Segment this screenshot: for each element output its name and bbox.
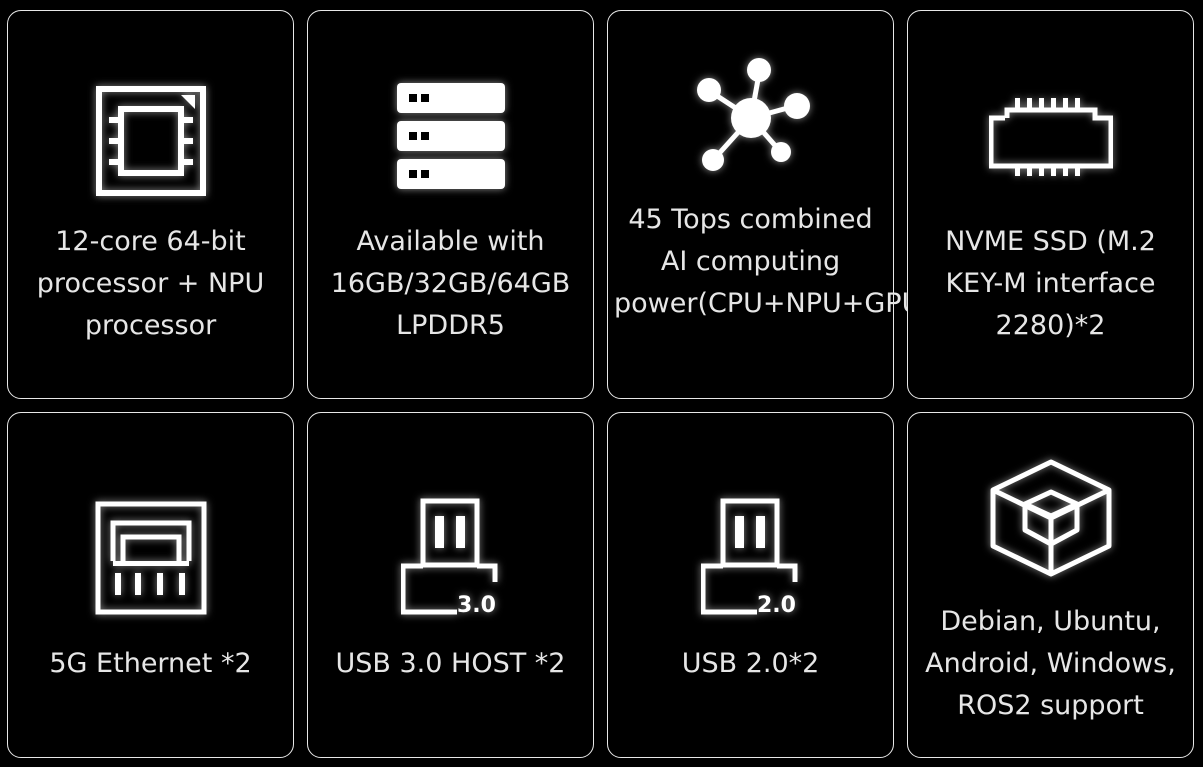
chip-icon: [95, 86, 206, 196]
feature-card-ai-computing: 45 Tops combined AI computing power(CPU+…: [607, 10, 932, 399]
feature-label: NVME SSD (M.2 KEY-M interface 2280)*2: [945, 226, 1156, 341]
feature-label: USB 2.0*2: [681, 648, 820, 679]
feature-card-os-support: Debian, Ubuntu, Android, Windows, ROS2 s…: [907, 412, 1194, 758]
usb-port-icon: 3.0: [400, 498, 497, 616]
feature-card-processor: 12-core 64-bit processor + NPU processor: [7, 10, 294, 399]
feature-card-usb2: 2.0 USB 2.0*2: [607, 412, 894, 758]
usb-version-badge: 2.0: [757, 593, 796, 616]
usb-version-badge: 3.0: [457, 593, 496, 616]
feature-card-memory: Available with 16GB/32GB/64GB LPDDR5: [307, 10, 594, 399]
memory-stack-icon: [396, 83, 505, 189]
m2-connector-icon: [988, 98, 1113, 176]
feature-label: USB 3.0 HOST *2: [335, 648, 566, 679]
feature-card-ethernet: 5G Ethernet *2: [7, 412, 294, 758]
ethernet-port-icon: [95, 501, 206, 615]
feature-label: Debian, Ubuntu, Android, Windows, ROS2 s…: [925, 606, 1176, 721]
feature-card-usb3: 3.0 USB 3.0 HOST *2: [307, 412, 594, 758]
feature-label: Available with 16GB/32GB/64GB LPDDR5: [330, 226, 571, 341]
feature-label: 45 Tops combined AI computing power(CPU+…: [614, 204, 932, 319]
feature-label: 12-core 64-bit processor + NPU processor: [36, 226, 265, 341]
cube-icon: [990, 459, 1111, 577]
feature-card-nvme-ssd: NVME SSD (M.2 KEY-M interface 2280)*2: [907, 10, 1194, 399]
usb-port-icon: 2.0: [700, 498, 797, 616]
network-hub-icon: [696, 58, 810, 171]
feature-label: 5G Ethernet *2: [49, 648, 252, 679]
